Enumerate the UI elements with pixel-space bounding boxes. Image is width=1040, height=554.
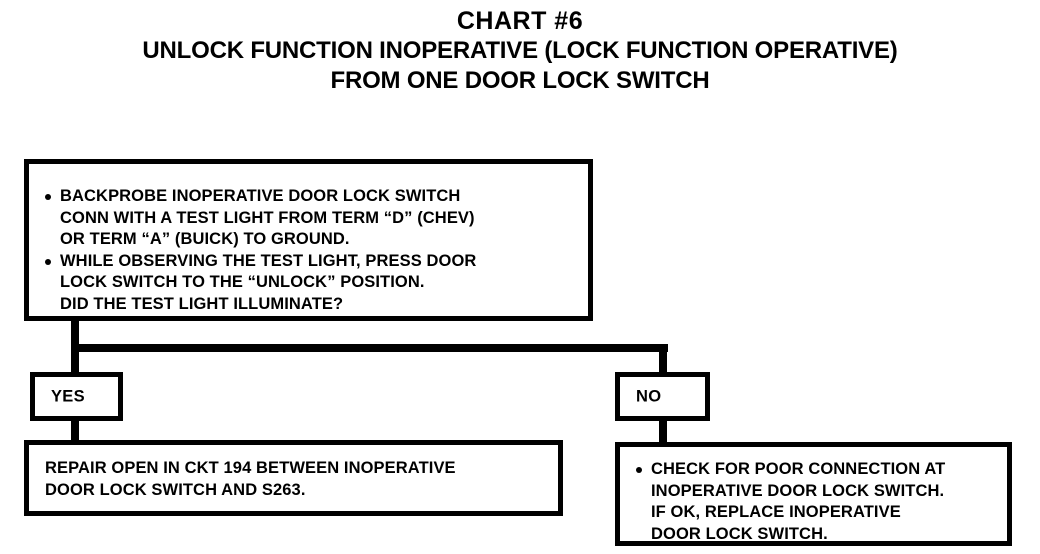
connector-drop-to-no [659, 344, 667, 374]
result-yes-text: REPAIR OPEN IN CKT 194 BETWEEN INOPERATI… [45, 459, 456, 499]
chart-title-line-2: FROM ONE DOOR LOCK SWITCH [330, 67, 710, 94]
result-box-yes: REPAIR OPEN IN CKT 194 BETWEEN INOPERATI… [24, 440, 563, 516]
branch-no-box: NO [615, 372, 710, 421]
question-bullet-2: WHILE OBSERVING THE TEST LIGHT, PRESS DO… [43, 251, 578, 316]
branch-no-label: NO [636, 387, 662, 405]
question-box: BACKPROBE INOPERATIVE DOOR LOCK SWITCH C… [24, 159, 593, 321]
chart-title-block: CHART #6 UNLOCK FUNCTION INOPERATIVE (LO… [0, 6, 1040, 96]
result-no-bullet-list: CHECK FOR POOR CONNECTION AT INOPERATIVE… [634, 459, 999, 545]
branch-yes-box: YES [30, 372, 123, 421]
connector-yes-to-result [71, 418, 79, 444]
result-no-bullet-1: CHECK FOR POOR CONNECTION AT INOPERATIVE… [634, 459, 999, 545]
connector-question-stem [71, 318, 79, 350]
connector-no-to-result [659, 418, 667, 446]
chart-title-line-1: UNLOCK FUNCTION INOPERATIVE (LOCK FUNCTI… [142, 37, 898, 64]
result-box-no: CHECK FOR POOR CONNECTION AT INOPERATIVE… [615, 442, 1012, 546]
branch-yes-label: YES [51, 387, 85, 405]
connector-drop-to-yes [71, 344, 79, 374]
question-bullet-1: BACKPROBE INOPERATIVE DOOR LOCK SWITCH C… [43, 186, 578, 251]
connector-branch-bus [71, 344, 668, 352]
chart-number: CHART #6 [456, 7, 584, 35]
question-bullet-list: BACKPROBE INOPERATIVE DOOR LOCK SWITCH C… [43, 186, 578, 315]
